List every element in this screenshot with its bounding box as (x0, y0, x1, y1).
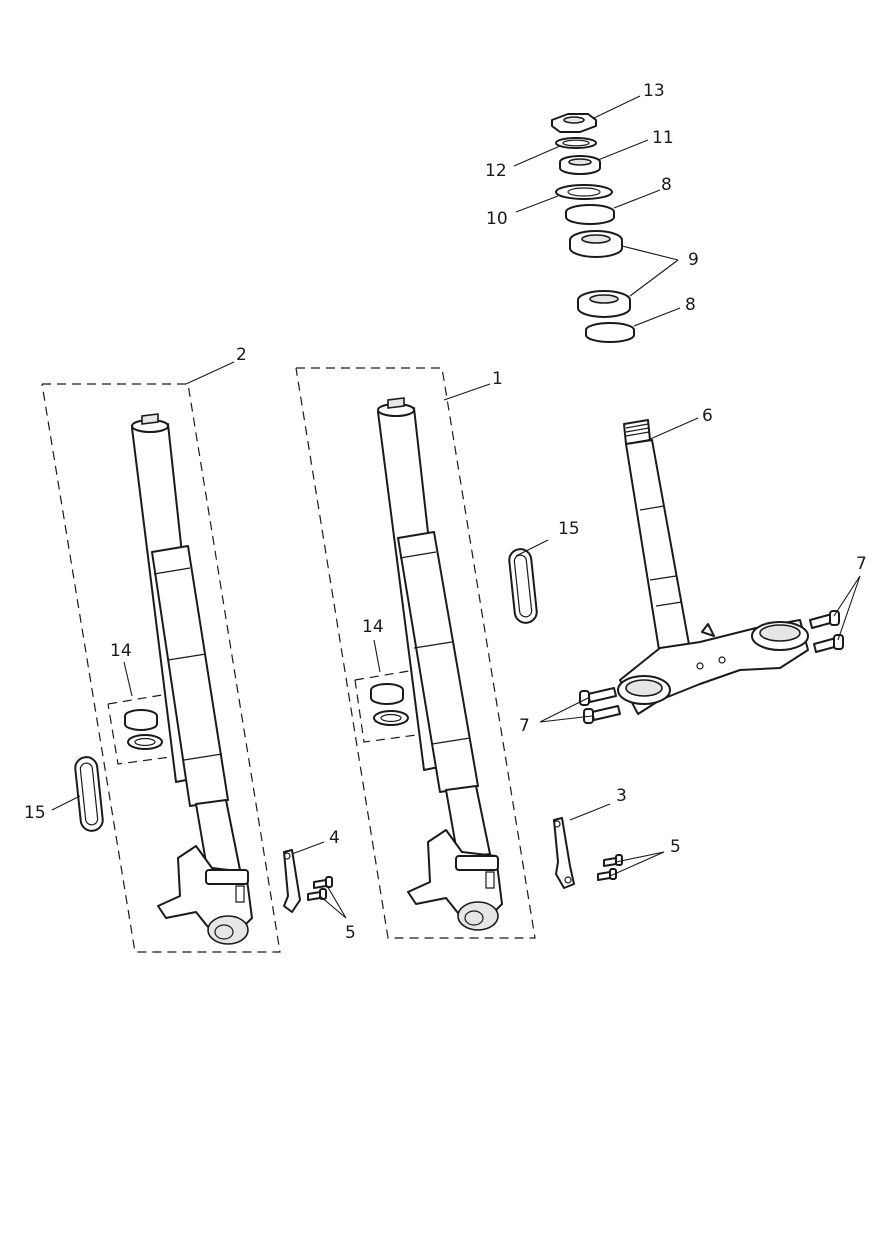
callout-12: 12 (485, 161, 507, 181)
callout-7-left: 7 (519, 716, 530, 736)
callout-15-right: 15 (558, 519, 580, 539)
lock-washer (555, 137, 597, 149)
group-box-left-fork (41, 383, 281, 953)
right-hose-bracket (553, 817, 575, 889)
callout-9: 9 (688, 250, 699, 270)
callout-5-left: 5 (345, 923, 356, 943)
callout-4: 4 (329, 828, 340, 848)
lower-bearing (577, 290, 631, 318)
callout-14-right: 14 (362, 617, 384, 637)
callout-8-lower: 8 (685, 295, 696, 315)
upper-bearing (569, 230, 623, 258)
adjuster-nut (559, 155, 601, 175)
callout-7-right: 7 (856, 554, 867, 574)
callout-11: 11 (652, 128, 674, 148)
left-seal-kit (124, 709, 163, 750)
bolts-5-left (307, 876, 333, 901)
callout-5-right: 5 (670, 837, 681, 857)
left-fork-leg (131, 413, 253, 945)
right-protector-pad (508, 548, 538, 624)
stem-nut (551, 113, 597, 133)
left-hose-bracket (283, 849, 301, 913)
callout-labels: 1 2 3 4 5 5 6 7 7 8 8 9 10 11 12 13 14 1… (24, 81, 867, 943)
callout-10: 10 (486, 209, 508, 229)
lower-bearing-cup (585, 322, 635, 343)
right-fork-leg (377, 397, 503, 931)
callout-14-left: 14 (110, 641, 132, 661)
group-box-right-fork (295, 367, 536, 939)
callout-6: 6 (702, 406, 713, 426)
callout-2: 2 (236, 345, 247, 365)
left-protector-pad (74, 756, 104, 832)
yoke-bolts-right (809, 610, 844, 653)
right-seal-kit (370, 683, 409, 726)
bolts-5-right (597, 854, 623, 881)
dust-washer (555, 184, 613, 200)
callout-8-upper: 8 (661, 175, 672, 195)
steering-stem-yoke (617, 419, 809, 715)
yoke-bolts-left (579, 687, 621, 724)
callout-3: 3 (616, 786, 627, 806)
leader-lines (51, 95, 861, 919)
callout-13: 13 (643, 81, 665, 101)
callout-1: 1 (492, 369, 503, 389)
upper-bearing-cup (565, 204, 615, 225)
callout-15-left: 15 (24, 803, 46, 823)
